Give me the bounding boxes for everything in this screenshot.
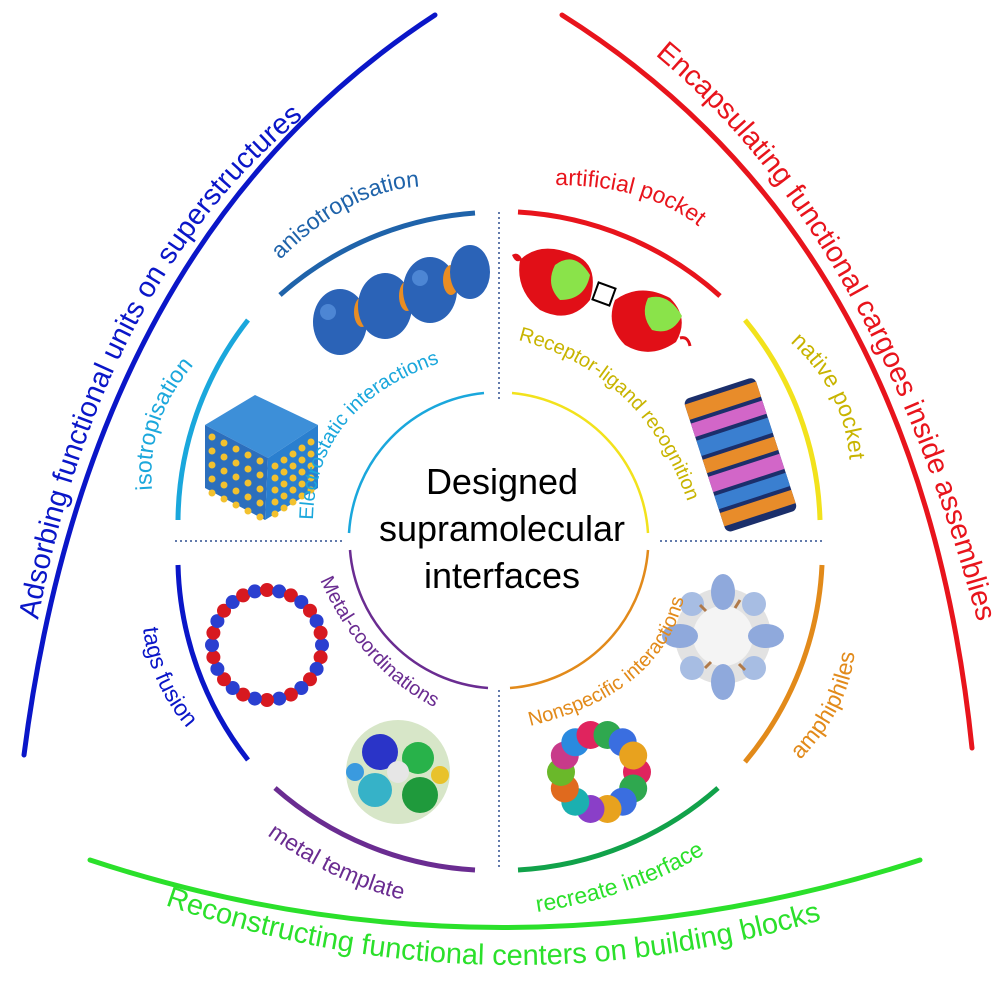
arc-tags-fusion (175, 564, 250, 762)
inner-arc-electrostatic (347, 391, 485, 534)
metal-templated-cage-image (346, 720, 450, 824)
arc-anisotropisation (278, 210, 476, 297)
label-anisotropisation: anisotropisation (265, 166, 420, 264)
inner-arc-receptor (511, 391, 650, 534)
middle-arcs (175, 209, 825, 873)
virus-capsid-image (662, 574, 784, 700)
inner-arcs (347, 391, 650, 690)
arc-recreate-interface (517, 786, 720, 873)
outer-arc-right (559, 12, 975, 751)
anisotropic-chain-image (313, 245, 490, 355)
divider-lines (175, 212, 822, 868)
arc-metal-template (273, 786, 476, 873)
outer-arcs (21, 12, 975, 930)
label-nonspecific: Nonspecific interactions (526, 594, 689, 731)
label-reconstructing: Reconstructing functional centers on bui… (163, 881, 824, 972)
label-artificial-pocket: artificial pocket (555, 164, 712, 231)
label-native-pocket: native pocket (787, 327, 871, 461)
arc-amphiphiles (743, 564, 825, 764)
crystal-lattice-image (205, 395, 318, 521)
label-metal-template: metal template (264, 818, 408, 905)
ring-assembly-image (547, 721, 651, 823)
outer-arc-bottom (87, 857, 923, 930)
arc-native-pocket (743, 318, 823, 521)
center-title-line-2: supramolecular (378, 508, 626, 549)
label-tags-fusion: tags fusion (138, 625, 204, 731)
inner-arc-nonspecific (509, 549, 650, 690)
center-title: Designed supramolecular interfaces (332, 458, 672, 599)
protein-ring-image (205, 583, 329, 707)
label-recreate-interface: recreate interface (534, 836, 708, 917)
label-isotropisation: isotropisation (130, 352, 197, 492)
label-adsorbing: Adsorbing functional units on superstruc… (13, 98, 307, 621)
helical-tube-image (684, 378, 797, 532)
inner-arc-metal (348, 549, 489, 690)
outer-arc-left (21, 12, 438, 758)
arc-isotropisation (175, 318, 250, 521)
ferritin-cage-pair-image (512, 248, 692, 352)
arc-artificial-pocket (517, 209, 722, 298)
center-title-line-1: Designed (425, 461, 579, 502)
label-encapsulating: Encapsulating functional cargoes inside … (650, 36, 1001, 624)
center-title-line-3: interfaces (423, 555, 581, 596)
label-amphiphiles: amphiphiles (785, 650, 860, 764)
